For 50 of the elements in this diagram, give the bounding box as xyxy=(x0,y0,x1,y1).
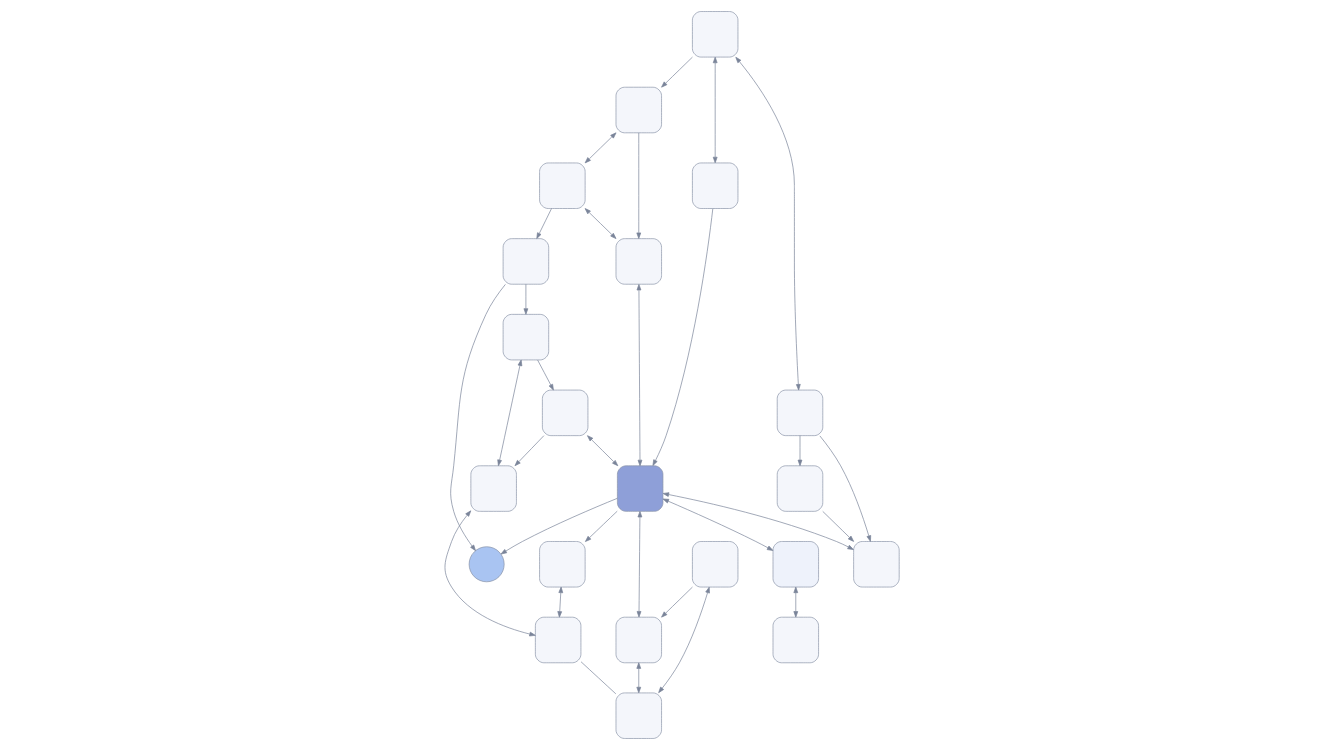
arrow xyxy=(662,492,854,550)
arrow xyxy=(557,586,564,618)
node-box xyxy=(542,389,589,436)
arrow xyxy=(450,284,506,551)
node-box xyxy=(615,616,662,664)
arrow xyxy=(536,208,552,239)
node-box xyxy=(470,465,517,512)
arrow xyxy=(636,662,642,694)
arrow xyxy=(797,435,803,467)
node-box xyxy=(539,541,586,588)
arrow xyxy=(537,359,554,391)
arrow xyxy=(497,359,523,466)
arrow xyxy=(661,586,693,618)
arrow xyxy=(661,56,693,88)
connector xyxy=(580,661,617,695)
arrow xyxy=(793,586,799,618)
node-box xyxy=(615,86,662,134)
arrow xyxy=(652,208,714,466)
node-box xyxy=(502,238,550,285)
node-box xyxy=(617,465,664,512)
node-box xyxy=(502,314,550,361)
arrow xyxy=(500,497,618,555)
node-box xyxy=(776,465,824,512)
node-box xyxy=(615,692,662,739)
node-box xyxy=(776,389,824,436)
node-box xyxy=(853,541,900,588)
node-box xyxy=(692,11,739,58)
node-box xyxy=(692,162,739,209)
arrow xyxy=(662,498,774,551)
arrow xyxy=(735,56,801,391)
node-box xyxy=(535,616,582,664)
arrow xyxy=(712,56,718,164)
node-box xyxy=(539,162,586,209)
node-box xyxy=(772,616,819,664)
arrow xyxy=(444,510,536,637)
arrow xyxy=(514,435,545,467)
arrow xyxy=(636,284,643,467)
arrow xyxy=(658,586,710,694)
arrow xyxy=(587,435,619,467)
arrow xyxy=(822,511,854,542)
arrow xyxy=(585,510,618,542)
arrow xyxy=(584,208,617,239)
arrow xyxy=(819,435,872,542)
node-box xyxy=(615,238,662,285)
arrow xyxy=(636,511,643,618)
node-box xyxy=(692,541,739,588)
arrow xyxy=(636,132,642,239)
arrow xyxy=(584,132,617,164)
arrow xyxy=(523,283,529,315)
node-box xyxy=(772,541,819,588)
